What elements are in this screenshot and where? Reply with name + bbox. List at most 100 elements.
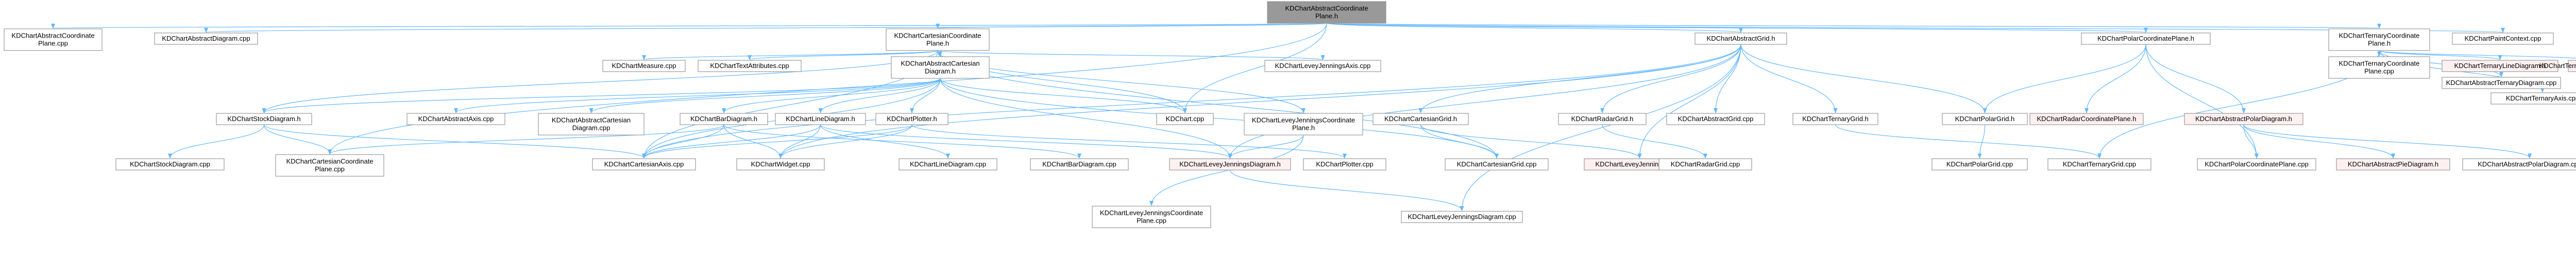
node-cgrid-cpp[interactable]: KDChartCartesianGrid.cpp: [1445, 158, 1549, 171]
node-pgrid-cpp[interactable]: KDChartPolarGrid.cpp: [1931, 158, 2028, 171]
node-label: KDChartAbstractGrid.h: [1707, 35, 1775, 42]
node-label: Plane.cpp: [315, 165, 345, 173]
node-label: KDChartAbstractCoordinate: [11, 32, 94, 40]
edge-apd_h-to-apie_h: [2243, 124, 2395, 159]
node-pctx-cpp[interactable]: KDChartPaintContext.cpp: [2452, 32, 2554, 45]
node-line-h[interactable]: KDChartLineDiagram.h: [775, 113, 866, 125]
node-apd-cpp[interactable]: KDChartAbstractPolarDiagram.cpp: [2462, 158, 2576, 171]
node-label: Plane.h: [1292, 124, 1315, 132]
node-tline-h[interactable]: KDChartTernaryLineDiagram.h: [2442, 60, 2558, 72]
node-apd-h[interactable]: KDChartAbstractPolarDiagram.h: [2184, 113, 2303, 125]
node-label: KDChartAbstractTernaryDiagram.cpp: [2446, 79, 2557, 87]
edge-line_h-to-widget_cpp: [778, 124, 821, 159]
node-textattr-cpp[interactable]: KDChartTextAttributes.cpp: [698, 60, 802, 72]
node-label: KDChartTernaryCoordinate: [2339, 32, 2420, 40]
node-label: Plane.cpp: [1137, 217, 1166, 225]
node-pcp-h[interactable]: KDChartPolarCoordinatePlane.h: [2081, 32, 2211, 45]
node-line-cpp[interactable]: KDChartLineDiagram.cpp: [899, 158, 997, 171]
node-box: [886, 28, 990, 51]
edge-root-to-tcp_h: [1326, 23, 2380, 29]
node-bar-h[interactable]: KDChartBarDiagram.h: [680, 113, 768, 125]
edge-ljcp_h-to-ljcp_cpp: [1149, 134, 1304, 206]
node-taxis-cpp[interactable]: KDChartTernaryAxis.cpp: [2490, 92, 2576, 105]
node-box: [1666, 113, 1765, 125]
edge-cgrid_h-to-cgrid_cpp: [1420, 124, 1499, 159]
node-agrid-h[interactable]: KDChartAbstractGrid.h: [1694, 32, 1787, 45]
node-label: KDChartTernaryGrid.h: [1802, 115, 1869, 123]
node-label: KDChartTernaryCoordinate: [2339, 60, 2420, 68]
node-box: [115, 158, 225, 171]
node-chart-cpp[interactable]: KDChart.cpp: [1156, 113, 1214, 125]
node-box: [1030, 158, 1129, 171]
node-box: [216, 113, 312, 125]
edge-agrid_h-to-pgrid_h: [1740, 44, 1987, 113]
edge-ccp_h-to-textattr_cpp: [748, 50, 938, 60]
node-widget-cpp[interactable]: KDChartWidget.cpp: [736, 158, 825, 171]
node-label: KDChartAbstractCartesian: [552, 116, 631, 124]
node-bar-cpp[interactable]: KDChartBarDiagram.cpp: [1030, 158, 1129, 171]
node-ljd-h[interactable]: KDChartLeveyJenningsDiagram.h: [1169, 158, 1291, 171]
node-tgrid-cpp[interactable]: KDChartTernaryGrid.cpp: [2047, 158, 2151, 171]
edge-agrid_h-to-tgrid_h: [1740, 44, 1838, 113]
node-tgrid-h[interactable]: KDChartTernaryGrid.h: [1792, 113, 1878, 125]
node-measure-cpp[interactable]: KDChartMeasure.cpp: [602, 60, 686, 72]
edge-plotter_h-to-caxis_cpp: [642, 124, 912, 159]
edge-bar_h-to-bar_cpp: [723, 124, 1081, 159]
node-box: [1694, 32, 1787, 45]
node-ljd-cpp[interactable]: KDChartLeveyJenningsDiagram.cpp: [1401, 211, 1523, 223]
edge-line_h-to-ljd_h: [820, 124, 1232, 159]
node-label: KDChartAbstractPolarDiagram.h: [2195, 115, 2292, 123]
node-rcp-h[interactable]: KDChartRadarCoordinatePlane.h: [2029, 113, 2144, 125]
node-label: KDChartAbstractPieDiagram.h: [2348, 160, 2438, 168]
node-box: [1658, 158, 1752, 171]
node-box: [275, 154, 384, 177]
node-aaxis-cpp[interactable]: KDChartAbstractAxis.cpp: [406, 113, 505, 125]
node-box: [592, 158, 696, 171]
edge-stock_h-to-stock_cpp: [168, 124, 265, 159]
node-box: [1401, 211, 1523, 223]
node-pgrid-h[interactable]: KDChartPolarGrid.h: [1942, 113, 2028, 125]
node-lj-axis-cpp[interactable]: KDChartLeveyJenningsAxis.cpp: [1264, 60, 1381, 72]
node-plotter-cpp[interactable]: KDChartPlotter.cpp: [1303, 158, 1386, 171]
node-rgrid-h[interactable]: KDChartRadarGrid.h: [1558, 113, 1647, 125]
node-label: KDChartPolarCoordinatePlane.h: [2097, 35, 2194, 42]
node-rgrid-cpp[interactable]: KDChartRadarGrid.cpp: [1658, 158, 1752, 171]
node-cgrid-h[interactable]: KDChartCartesianGrid.h: [1372, 113, 1469, 125]
node-box: [1169, 158, 1291, 171]
edge-agrid_h-to-ljd_h: [1228, 44, 1741, 159]
node-box: [1372, 113, 1469, 125]
edge-rgrid_h-to-rgrid_cpp: [1602, 124, 1707, 159]
edge-line_h-to-caxis_cpp: [642, 124, 821, 159]
node-stock-h[interactable]: KDChartStockDiagram.h: [216, 113, 312, 125]
edge-acd_h-to-aaxis_cpp: [454, 78, 941, 113]
edge-ljd_h-to-ljd_cpp: [1229, 170, 1464, 211]
node-pcp-cpp[interactable]: KDChartPolarCoordinatePlane.cpp: [2197, 158, 2316, 171]
node-adiag-cpp[interactable]: KDChartAbstractDiagram.cpp: [154, 32, 258, 45]
node-label: Plane.cpp: [38, 40, 68, 47]
node-caxis-cpp[interactable]: KDChartCartesianAxis.cpp: [592, 158, 696, 171]
node-label: KDChartCartesianCoordinate: [894, 32, 981, 40]
node-atd-cpp[interactable]: KDChartAbstractTernaryDiagram.cpp: [2442, 77, 2561, 89]
node-plotter-h[interactable]: KDChartPlotter.h: [875, 113, 948, 125]
edge-acd_h-to-bar_h: [722, 78, 941, 113]
node-stock-cpp[interactable]: KDChartStockDiagram.cpp: [115, 158, 225, 171]
edge-line_h-to-line_cpp: [820, 124, 950, 159]
node-box: [2197, 158, 2316, 171]
edge-tcp_h-to-atd_cpp: [2379, 50, 2503, 77]
node-tpoint-h[interactable]: KDChartTernaryPointDiagram.h: [2539, 60, 2576, 72]
node-apie-h[interactable]: KDChartAbstractPieDiagram.h: [2336, 158, 2450, 171]
node-agrid-cpp[interactable]: KDChartAbstractGrid.cpp: [1666, 113, 1765, 125]
node-box: [698, 60, 802, 72]
edge-ccp_h-to-lj_axis_cpp: [937, 50, 1325, 60]
